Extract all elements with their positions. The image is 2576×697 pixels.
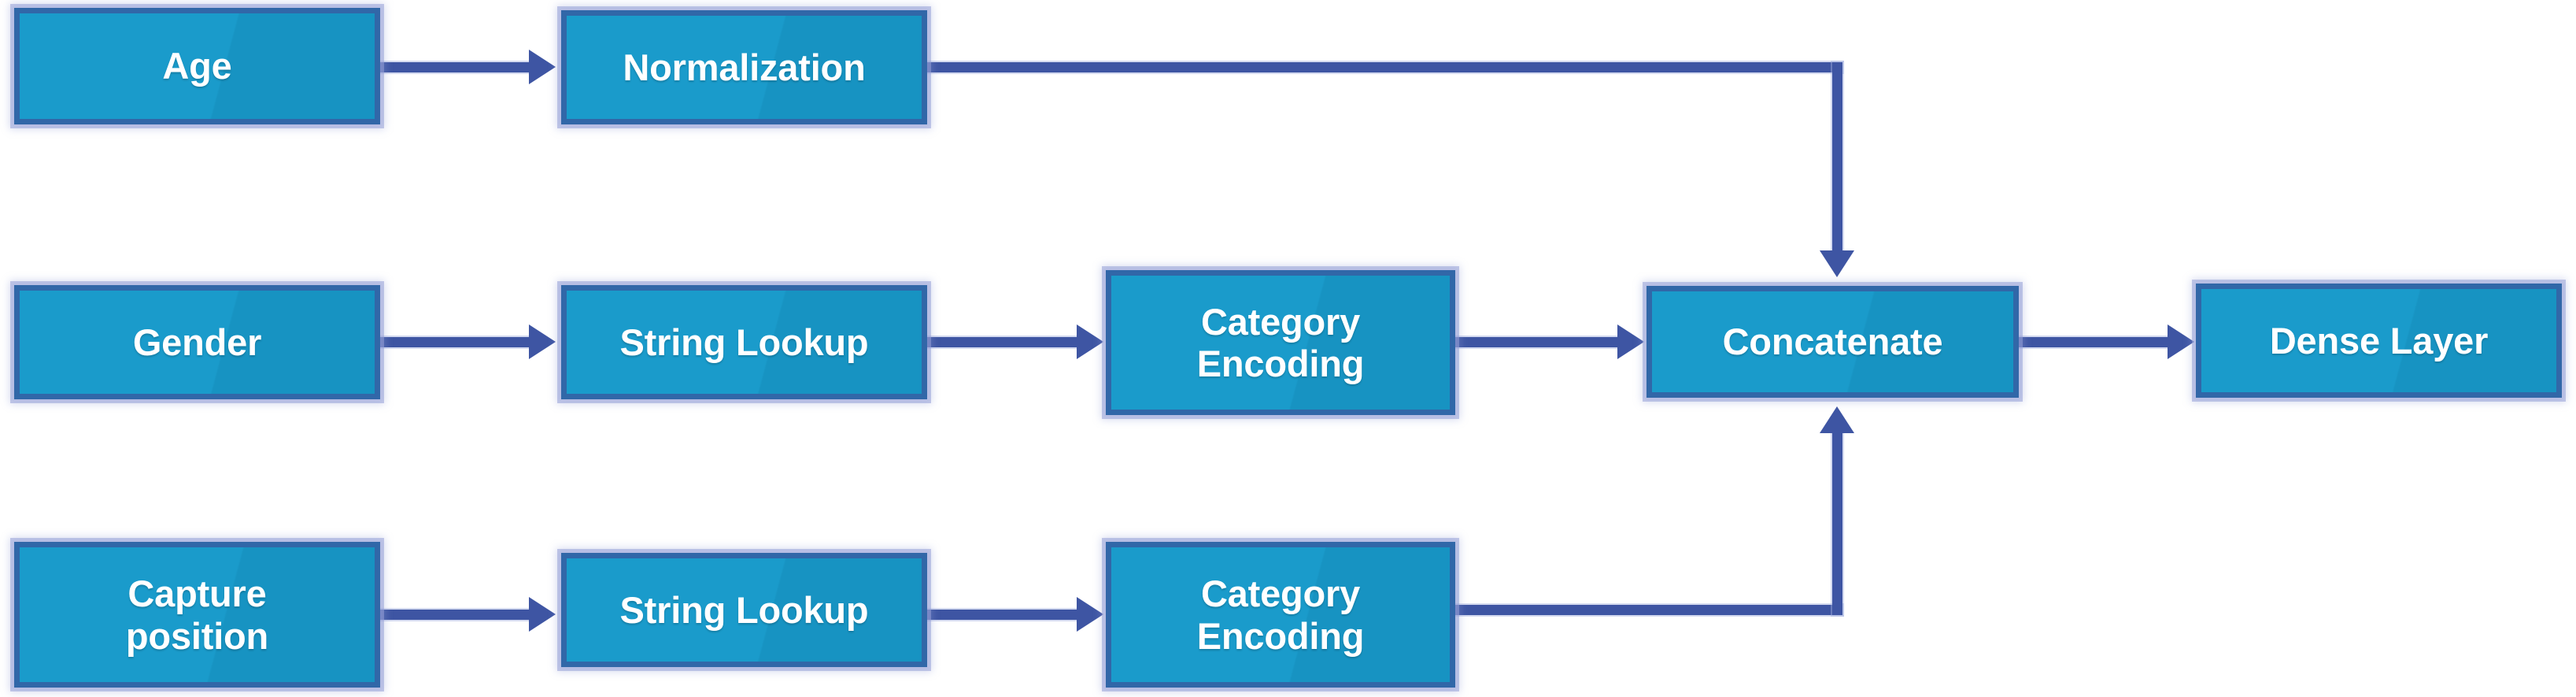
edge-category-encoding-to-concatenate-line: [1455, 337, 1620, 347]
edge-normalization-to-concatenate-vertical: [1832, 62, 1842, 250]
node-category-encoding-gender[interactable]: Category Encoding: [1106, 270, 1455, 415]
edge-gender-to-string-lookup-line: [380, 337, 531, 347]
node-dense-layer[interactable]: Dense Layer: [2196, 284, 2562, 398]
node-label-category-encoding-gender: Category Encoding: [1196, 300, 1365, 384]
edge-concatenate-to-dense-layer-line: [2019, 337, 2170, 347]
edge-capture-position-to-string-lookup-line: [380, 610, 531, 620]
node-category-encoding-capture[interactable]: Category Encoding: [1106, 542, 1455, 688]
node-concatenate[interactable]: Concatenate: [1646, 286, 2019, 398]
edge-category-encoding-capture-to-concatenate-horizontal: [1455, 605, 1842, 615]
edge-gender-to-string-lookup-arrowhead: [529, 324, 556, 359]
edge-concatenate-to-dense-layer-arrowhead: [2168, 324, 2194, 359]
edge-age-to-normalization-arrowhead: [529, 50, 556, 84]
node-label-gender: Gender: [132, 321, 262, 363]
node-label-dense-layer: Dense Layer: [2269, 319, 2489, 361]
node-gender[interactable]: Gender: [14, 285, 380, 399]
edge-capture-position-to-string-lookup-arrowhead: [529, 597, 556, 632]
node-capture-position[interactable]: Capture position: [14, 542, 380, 688]
edge-category-encoding-to-concatenate-arrowhead: [1617, 324, 1644, 359]
edge-normalization-to-concatenate-arrowhead: [1820, 250, 1854, 277]
node-label-string-lookup-capture: String Lookup: [619, 588, 869, 631]
node-label-capture-position: Capture position: [125, 573, 269, 657]
node-string-lookup-capture[interactable]: String Lookup: [561, 553, 927, 667]
node-label-normalization: Normalization: [623, 46, 866, 88]
edge-category-encoding-capture-to-concatenate-vertical: [1832, 433, 1842, 615]
edge-normalization-to-concatenate-horizontal: [927, 62, 1842, 72]
edge-string-lookup-to-category-encoding-gender-line: [927, 337, 1078, 347]
node-normalization[interactable]: Normalization: [561, 10, 927, 124]
node-label-category-encoding-capture: Category Encoding: [1196, 573, 1365, 657]
node-age[interactable]: Age: [14, 8, 380, 124]
edge-category-encoding-capture-to-concatenate-arrowhead: [1820, 406, 1854, 433]
edge-string-lookup-to-category-encoding-capture-line: [927, 610, 1078, 620]
node-label-age: Age: [162, 45, 232, 87]
node-label-concatenate: Concatenate: [1722, 321, 1943, 363]
edge-string-lookup-to-category-encoding-gender-arrowhead: [1077, 324, 1103, 359]
node-label-string-lookup-gender: String Lookup: [619, 321, 869, 363]
node-string-lookup-gender[interactable]: String Lookup: [561, 285, 927, 399]
edge-string-lookup-to-category-encoding-capture-arrowhead: [1077, 597, 1103, 632]
edge-age-to-normalization-line: [380, 62, 531, 72]
